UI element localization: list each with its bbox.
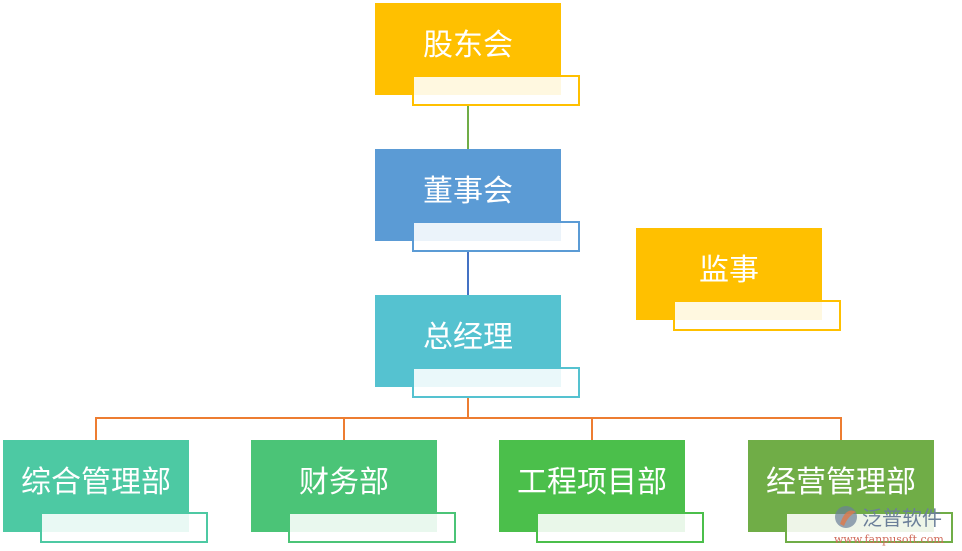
- node-label: 董事会: [423, 174, 513, 209]
- node-shareholders-subbox: [412, 75, 580, 106]
- fanpusoft-watermark-logo: 泛普软件 www.fanpusoft.com: [832, 502, 957, 547]
- connector-drop-finance: [343, 417, 345, 440]
- node-label: 监事: [699, 253, 759, 288]
- node-supervisor-subbox: [673, 300, 841, 331]
- connector-horizontal-bus: [95, 417, 842, 419]
- node-operations-subbox: [785, 512, 953, 543]
- connector-drop-project: [591, 417, 593, 440]
- node-label: 综合管理部: [21, 465, 171, 500]
- node-label: 股东会: [423, 28, 513, 63]
- connector-drop-admin: [95, 417, 97, 440]
- node-finance-subbox: [288, 512, 456, 543]
- node-board-subbox: [412, 221, 580, 252]
- node-label: 总经理: [423, 320, 513, 355]
- connector-gm-trunk: [467, 397, 469, 419]
- svg-text:www.fanpusoft.com: www.fanpusoft.com: [834, 533, 944, 546]
- connector-shareholders-board: [467, 106, 469, 149]
- svg-text:泛普软件: 泛普软件: [862, 506, 942, 530]
- connector-board-gm: [467, 251, 469, 295]
- node-admin-subbox: [40, 512, 208, 543]
- connector-drop-operations: [840, 417, 842, 440]
- node-label: 财务部: [299, 465, 389, 500]
- node-gm-subbox: [412, 367, 580, 398]
- node-label: 经营管理部: [766, 465, 916, 500]
- node-label: 工程项目部: [517, 465, 667, 500]
- node-supervisor: 监事: [636, 228, 822, 320]
- node-project-subbox: [536, 512, 704, 543]
